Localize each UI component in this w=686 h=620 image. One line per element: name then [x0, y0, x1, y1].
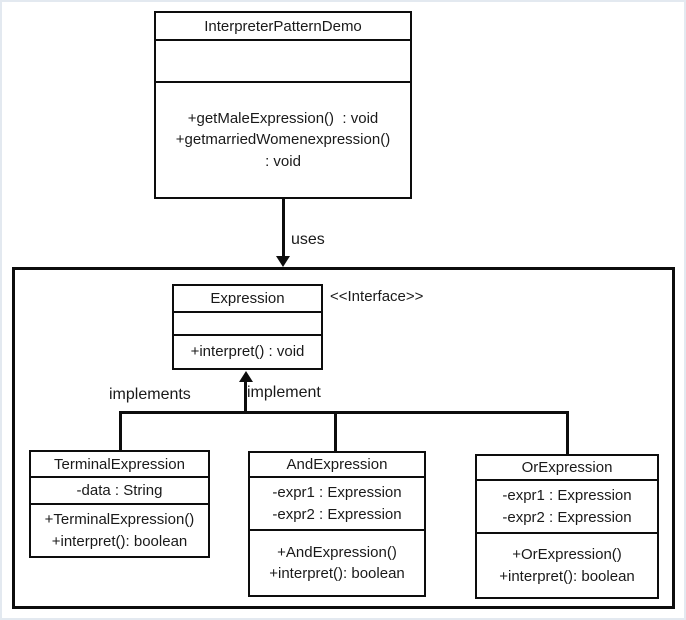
method-line: : void: [265, 152, 301, 170]
class-box-terminal-expression: TerminalExpression -data : String +Termi…: [29, 450, 210, 558]
method-line: +interpret() : void: [190, 343, 305, 361]
class-title: AndExpression: [250, 453, 424, 478]
attribute-line: -data : String: [76, 481, 163, 499]
implements-label: implements: [109, 386, 191, 403]
implements-horizontal-line: [119, 411, 569, 414]
connector-terminal-expression: [119, 411, 122, 450]
method-line: +getMaleExpression() : void: [187, 110, 379, 128]
class-title: Expression: [174, 286, 321, 313]
implement-label: implement: [247, 384, 321, 401]
class-title: OrExpression: [477, 456, 657, 481]
uses-arrow-line: [282, 199, 285, 258]
class-title: InterpreterPatternDemo: [156, 13, 410, 41]
class-box-expression: Expression +interpret() : void: [172, 284, 323, 370]
pattern-container-box: [12, 267, 675, 609]
interface-stereotype-label: <<Interface>>: [330, 288, 424, 305]
implements-arrowhead-icon: [239, 371, 253, 382]
implements-arrow-line: [244, 381, 247, 414]
class-methods: +TerminalExpression() +interpret(): bool…: [31, 505, 208, 556]
method-line: +OrExpression(): [512, 546, 622, 564]
method-line: +AndExpression(): [277, 543, 397, 561]
method-line: +interpret(): boolean: [51, 532, 188, 550]
method-line: +interpret(): boolean: [499, 567, 635, 585]
class-title: TerminalExpression: [31, 452, 208, 478]
uses-arrowhead-icon: [276, 256, 290, 267]
method-line: +TerminalExpression(): [44, 511, 195, 529]
connector-and-expression: [334, 411, 337, 452]
class-methods: +OrExpression() +interpret(): boolean: [477, 534, 657, 597]
class-methods: +AndExpression() +interpret(): boolean: [250, 531, 424, 595]
attribute-line: -expr2 : Expression: [272, 505, 402, 523]
attribute-line: -expr1 : Expression: [272, 484, 402, 502]
class-box-and-expression: AndExpression -expr1 : Expression -expr2…: [248, 451, 426, 597]
class-methods: +getMaleExpression() : void +getmarriedW…: [156, 83, 410, 197]
uses-label: uses: [291, 231, 325, 248]
class-attributes: -data : String: [31, 478, 208, 505]
class-box-or-expression: OrExpression -expr1 : Expression -expr2 …: [475, 454, 659, 599]
class-box-interpreter-pattern-demo: InterpreterPatternDemo +getMaleExpressio…: [154, 11, 412, 199]
class-attributes-empty: [174, 313, 321, 336]
connector-or-expression: [566, 411, 569, 454]
method-line: +interpret(): boolean: [269, 565, 405, 582]
class-attributes: -expr1 : Expression -expr2 : Expression: [477, 481, 657, 534]
class-attributes: -expr1 : Expression -expr2 : Expression: [250, 478, 424, 531]
class-methods: +interpret() : void: [174, 336, 321, 368]
attribute-line: -expr1 : Expression: [502, 487, 632, 505]
attribute-line: -expr2 : Expression: [502, 508, 632, 526]
class-attributes-empty: [156, 41, 410, 83]
method-line: +getmarriedWomenexpression(): [175, 131, 391, 149]
